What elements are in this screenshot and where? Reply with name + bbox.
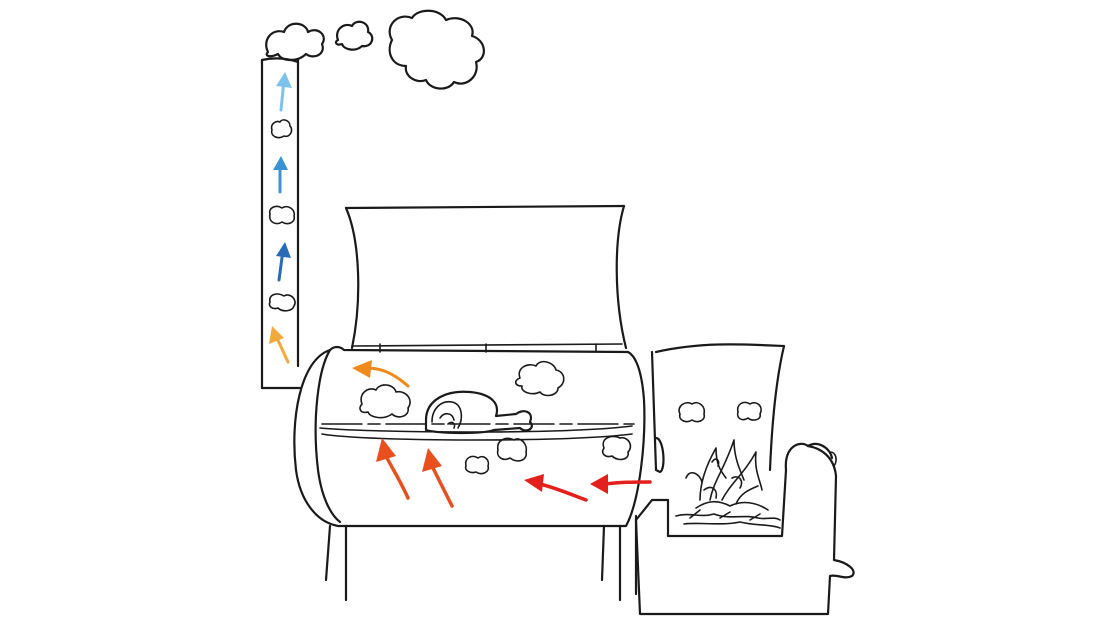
meat: [424, 390, 533, 435]
flow-arrow: [590, 474, 652, 494]
flow-arrow: [269, 326, 290, 364]
smoke-puff-large: [388, 9, 485, 90]
flow-arrow: [422, 448, 454, 508]
smoke-puff: [678, 401, 706, 423]
smoke-puff: [270, 119, 293, 139]
chamber-airflow-arrows: [352, 360, 652, 508]
flow-arrow: [276, 72, 292, 112]
smoke-puff: [268, 293, 296, 312]
chimney-stack: [260, 57, 302, 390]
flow-arrow: [276, 242, 291, 282]
smoke-puff: [736, 401, 762, 421]
fire: [675, 439, 781, 529]
flow-arrow: [352, 360, 410, 388]
flow-arrow: [273, 156, 288, 194]
flow-arrow: [524, 474, 588, 502]
smoke-puff: [268, 205, 296, 225]
flow-arrow: [376, 438, 410, 500]
chimney-airflow-arrows: [269, 72, 292, 364]
smoke-puff: [334, 20, 374, 51]
smoke-puffs-top: [265, 9, 485, 90]
smoke-puff: [496, 437, 528, 462]
smoke-puff: [464, 455, 490, 475]
smoke-puff: [265, 22, 325, 62]
smoke-puff: [359, 384, 411, 419]
smoke-puff: [514, 360, 565, 397]
smoke-puff: [601, 435, 632, 461]
firebox: [634, 343, 855, 616]
chamber-contents: [359, 360, 565, 435]
open-lid: [344, 204, 628, 353]
